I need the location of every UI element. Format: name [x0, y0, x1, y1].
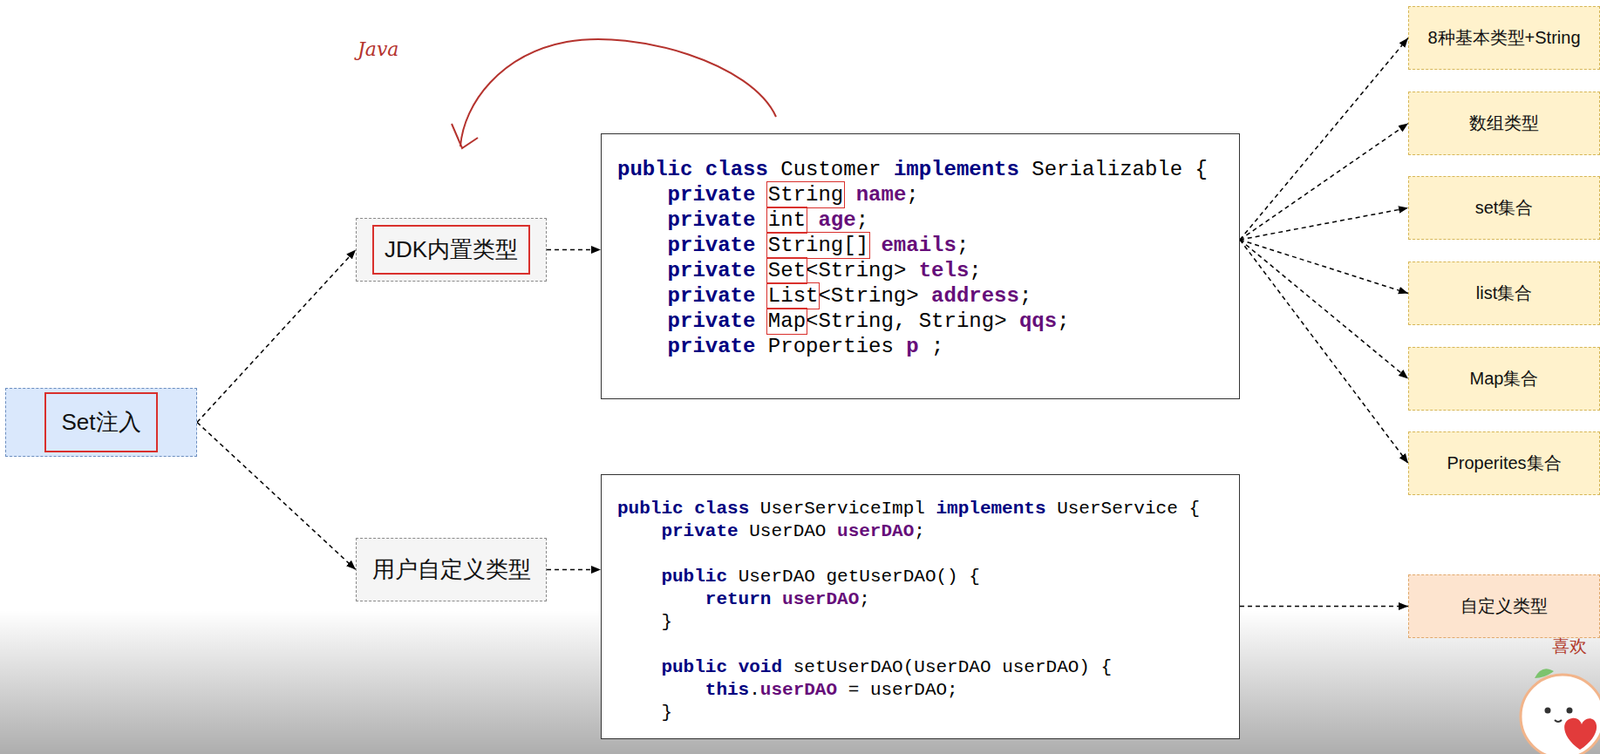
method-box: Set注入	[5, 388, 198, 457]
node-label: Set注入	[44, 392, 157, 453]
node-label: 8种基本类型+String	[1427, 26, 1580, 50]
code-line: public class Customer implements Seriali…	[617, 156, 1233, 183]
dashed-arrow	[1239, 605, 1409, 608]
node-label: Map集合	[1470, 367, 1539, 391]
node-label: JDK内置类型	[372, 224, 531, 275]
dashed-arrow	[1239, 239, 1409, 380]
dashed-arrow	[1239, 123, 1409, 241]
code-line: private Properties p ;	[617, 333, 1233, 360]
node-label: 数组类型	[1469, 111, 1539, 136]
type-box: list集合	[1408, 261, 1600, 326]
mascot	[1520, 668, 1600, 754]
code-line: }	[617, 611, 1233, 634]
dashed-arrow	[197, 422, 356, 571]
hand-arrowhead	[451, 123, 478, 149]
code-line: public UserDAO getUserDAO() {	[617, 565, 1233, 589]
dashed-arrow	[546, 569, 601, 572]
type-box: 8种基本类型+String	[1408, 6, 1600, 70]
code-line: private Set<String> tels;	[617, 258, 1233, 284]
node-label: set集合	[1475, 196, 1534, 220]
node-label: list集合	[1476, 281, 1532, 306]
type-box: 自定义类型	[1408, 574, 1600, 639]
code-line: private Map<String, String> qqs;	[617, 308, 1233, 334]
dashed-arrow	[1239, 208, 1409, 241]
code-line: this.userDAO = userDAO;	[617, 679, 1233, 702]
node-label: Properites集合	[1446, 451, 1561, 476]
code-box: public class Customer implements Seriali…	[600, 133, 1240, 400]
dashed-arrow	[197, 250, 356, 423]
handwritten-note: Java	[357, 38, 399, 61]
code-line: private String name;	[617, 182, 1233, 208]
code-box: public class UserServiceImpl implements …	[600, 474, 1240, 740]
code-line: private int age;	[617, 207, 1233, 233]
watermark: 喜欢	[1552, 634, 1587, 659]
code-line: return userDAO;	[617, 588, 1233, 612]
code-line: private String[] emails;	[617, 232, 1233, 259]
dashed-arrow	[1239, 239, 1409, 464]
code-line: }	[617, 701, 1233, 725]
code-line: public void setUserDAO(UserDAO userDAO) …	[617, 656, 1233, 680]
type-box: set集合	[1408, 176, 1600, 240]
dashed-arrow	[1239, 38, 1409, 241]
code-line: public class UserServiceImpl implements …	[617, 497, 1233, 521]
category-box: JDK内置类型	[355, 217, 547, 282]
category-box: 用户自定义类型	[355, 537, 547, 602]
code-line: private List<String> address;	[617, 283, 1233, 309]
node-label: 自定义类型	[1460, 594, 1548, 619]
type-box: Map集合	[1408, 347, 1600, 411]
node-label: 用户自定义类型	[372, 554, 532, 586]
dashed-arrow	[546, 249, 601, 252]
hand-arc	[460, 39, 777, 147]
code-line: private UserDAO userDAO;	[617, 520, 1233, 544]
type-box: Properites集合	[1408, 431, 1600, 496]
dashed-arrow	[1239, 239, 1409, 294]
type-box: 数组类型	[1408, 91, 1600, 156]
